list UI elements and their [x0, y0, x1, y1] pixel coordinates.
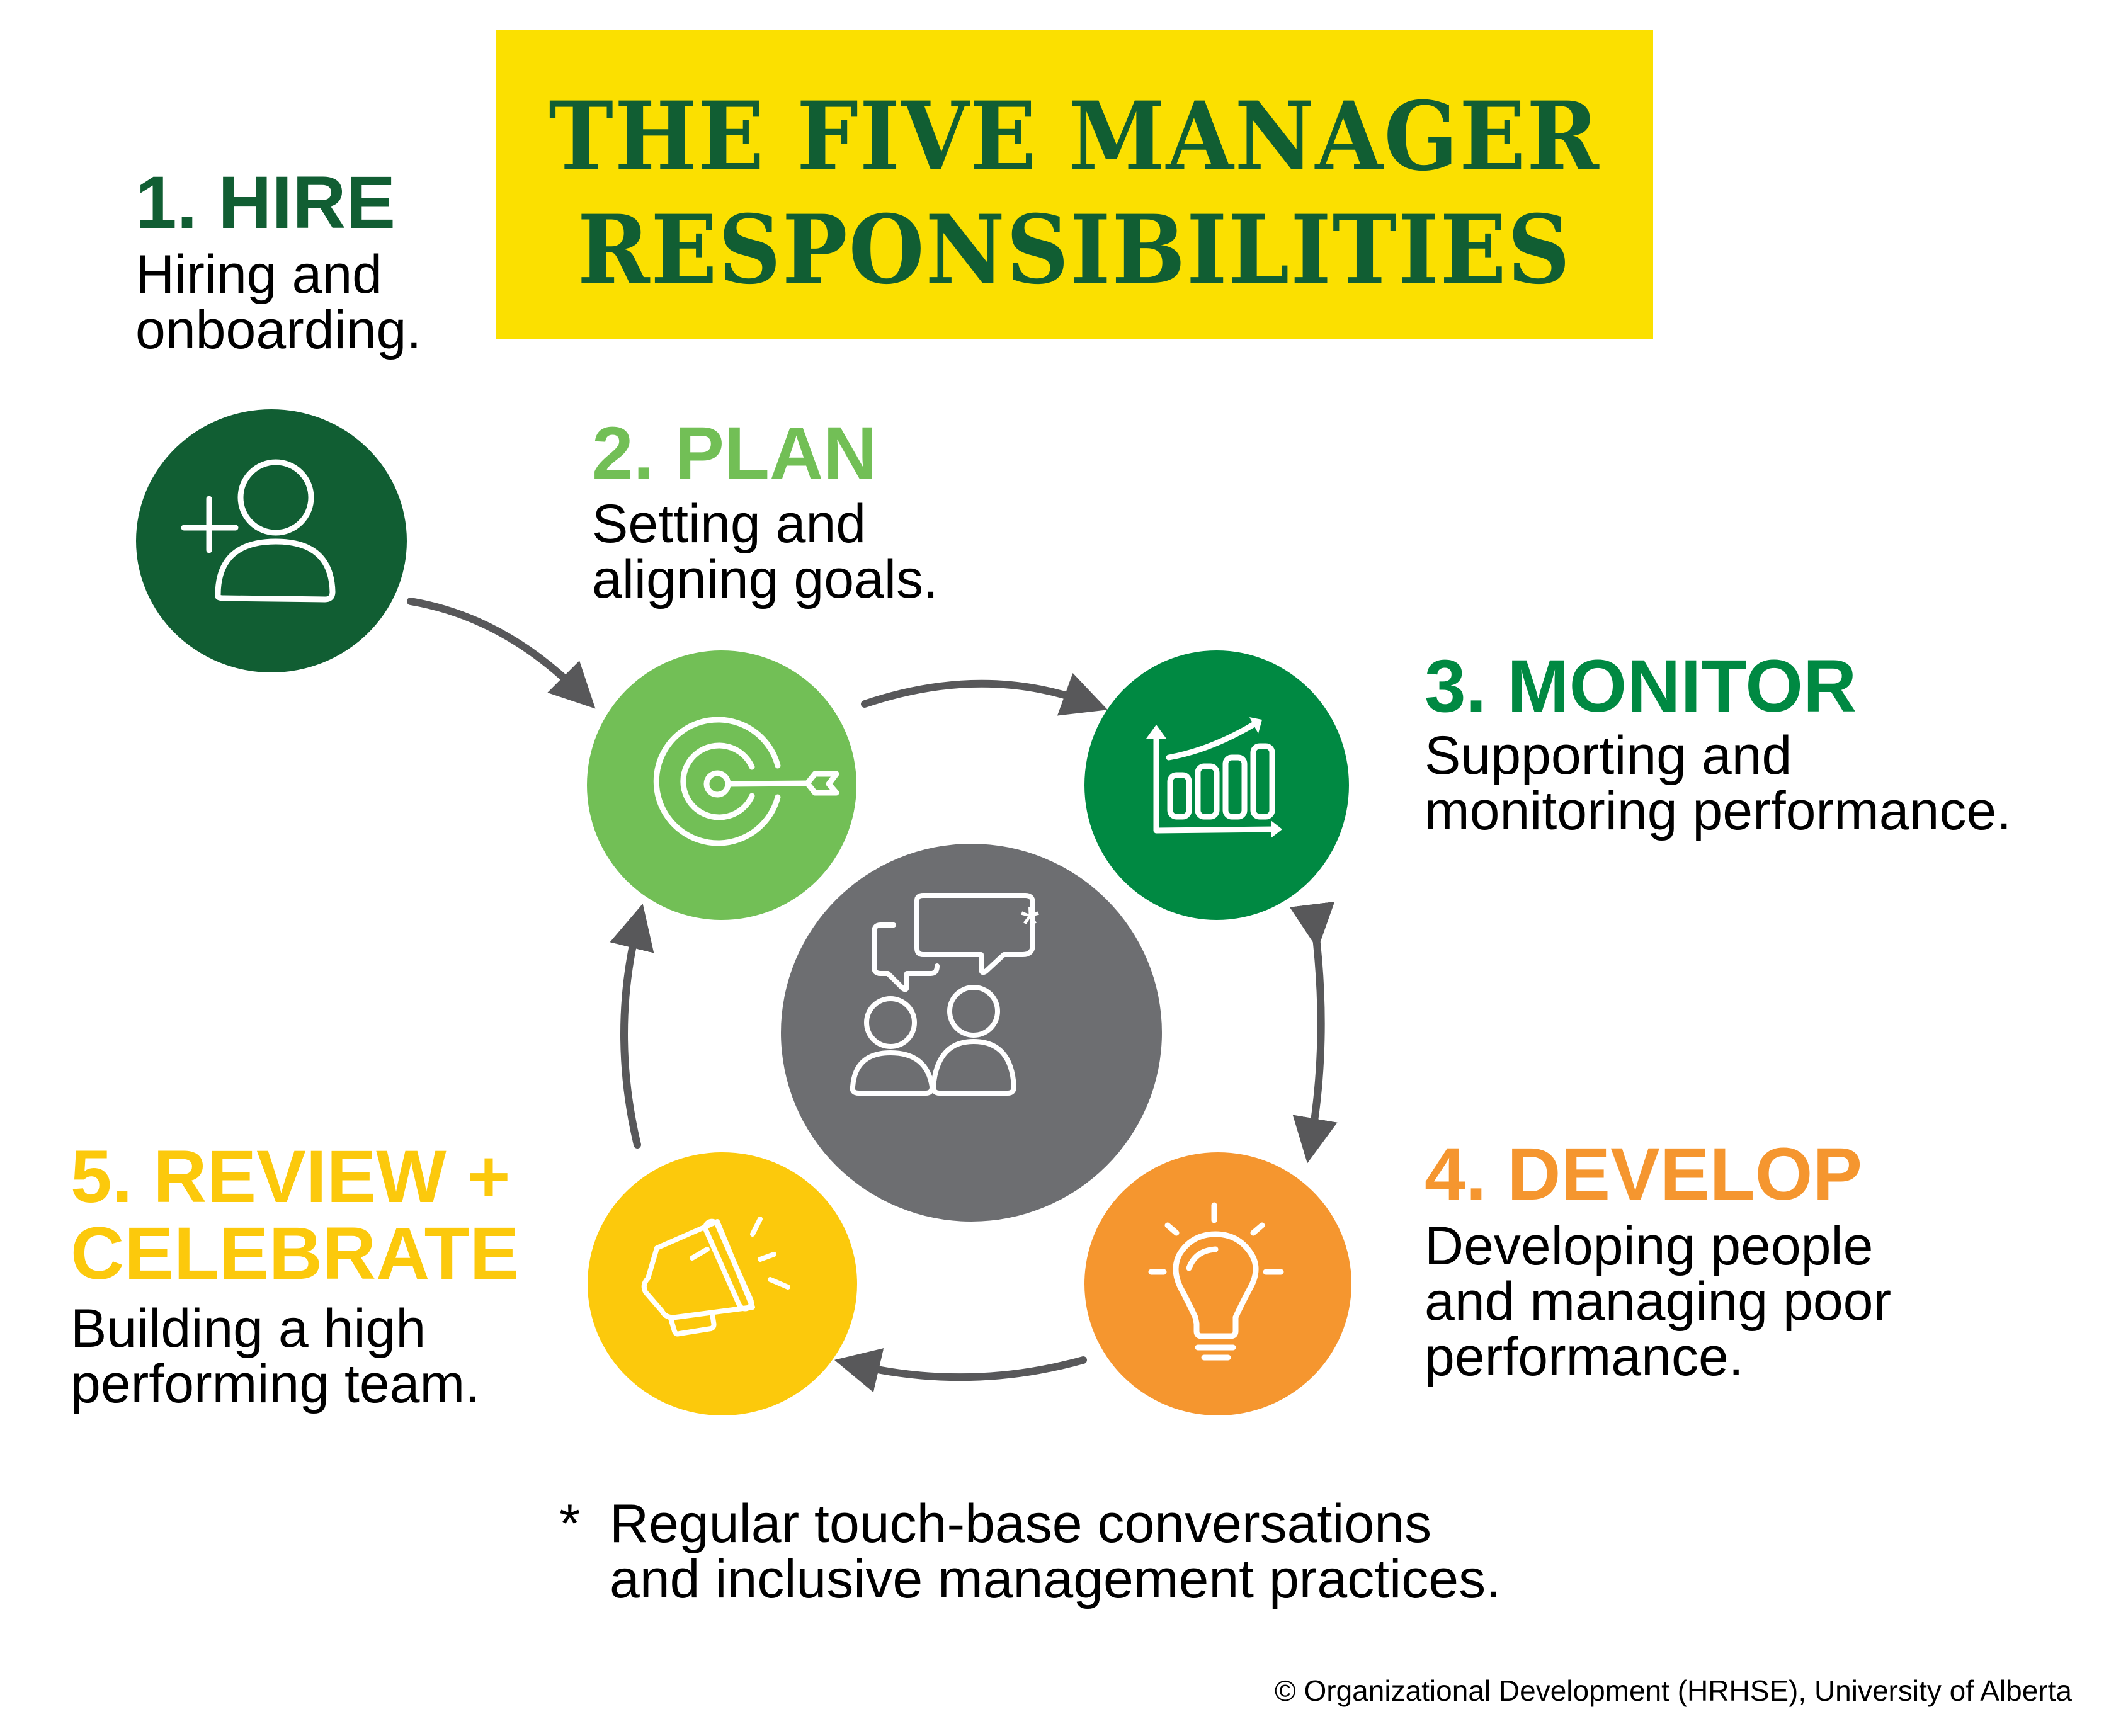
step-hire: 1. HIRE Hiring and onboarding. [135, 165, 421, 358]
arrow-monitor-develop [1289, 901, 1338, 1164]
step-develop-description: Developing people and managing poor perf… [1425, 1216, 1892, 1387]
monitor-circle [1084, 650, 1349, 920]
step-monitor-heading: 3. MONITOR [1425, 645, 1857, 728]
step-hire-heading: 1. HIRE [135, 161, 396, 244]
megaphone-icon [641, 1217, 790, 1337]
step-review-description: Building a high performing team. [71, 1298, 481, 1414]
step-develop-heading: 4. DEVELOP [1425, 1133, 1863, 1216]
title-line-2: RESPONSIBILITIES [577, 195, 1572, 305]
step-hire-description: Hiring and onboarding. [135, 244, 422, 360]
title-line-1: THE FIVE MANAGER [549, 81, 1600, 192]
arrow-develop-to-review [834, 1348, 1087, 1393]
step-plan-description: Setting and aligning goals. [592, 494, 938, 610]
footnote: * Regular touch-base conversations and i… [559, 1496, 1501, 1607]
copyright: © Organizational Development (HRHSE), Un… [1274, 1674, 2072, 1707]
center-circle: * [781, 844, 1162, 1222]
review-circle [588, 1152, 857, 1415]
step-develop: 4. DEVELOP Developing people and managin… [1425, 1137, 1891, 1385]
hire-circle [136, 409, 407, 672]
step-plan: 2. PLAN Setting and aligning goals. [592, 416, 938, 607]
step-monitor-description: Supporting and monitoring performance. [1425, 725, 2012, 841]
step-review-heading-line-2: CELEBRATE [71, 1212, 520, 1295]
step-review-heading-line-1: 5. REVIEW + [71, 1135, 511, 1218]
page-title: THE FIVE MANAGER RESPONSIBILITIES [542, 80, 1607, 307]
footnote-line-2: and inclusive management practices. [610, 1549, 1501, 1609]
develop-circle [1084, 1152, 1351, 1415]
plan-circle [587, 650, 856, 920]
footnote-line-1: Regular touch-base conversations [610, 1494, 1432, 1554]
growth-chart-icon [1146, 717, 1282, 838]
target-arrow-icon [653, 717, 839, 846]
step-plan-heading: 2. PLAN [592, 412, 877, 495]
add-user-icon [181, 459, 336, 603]
step-monitor: 3. MONITOR Supporting and monitoring per… [1425, 649, 2011, 839]
arrow-hire-to-plan [407, 598, 596, 709]
conversation-people-icon: * [850, 893, 1040, 1096]
step-review-celebrate: 5. REVIEW + CELEBRATE Building a high pe… [71, 1138, 519, 1412]
title-banner: THE FIVE MANAGER RESPONSIBILITIES [496, 30, 1653, 339]
footnote-marker: * [559, 1494, 581, 1554]
arrow-review-to-plan [610, 904, 654, 1149]
center-asterisk: * [1020, 896, 1040, 952]
lightbulb-icon [1148, 1202, 1284, 1361]
arrow-plan-to-monitor [861, 672, 1108, 716]
